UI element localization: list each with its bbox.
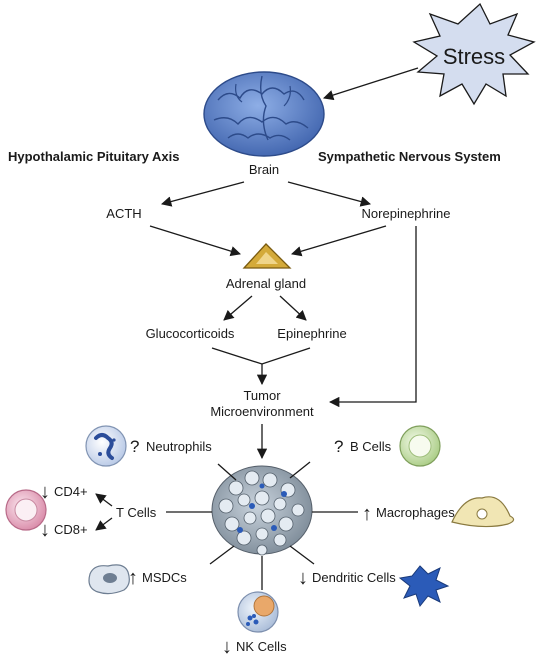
arrow-norepi-adrenal (291, 225, 387, 257)
glucocorticoids-label: Glucocorticoids (146, 326, 235, 341)
cd8-mark: ↓ (40, 519, 50, 541)
neutrophil-cell-icon (85, 425, 127, 467)
b-cells-label: B Cells (350, 439, 392, 454)
nk-cells-mark: ↓ (222, 636, 232, 658)
arrow-stress-brain (323, 67, 419, 101)
b-cell-icon (399, 425, 441, 467)
stress-burst-shape (412, 2, 536, 106)
acth-label: ACTH (106, 206, 141, 221)
norepinephrine-label: Norepinephrine (362, 206, 451, 221)
arrow-brain-acth (160, 181, 245, 207)
brain-label: Brain (249, 162, 279, 177)
spoke-neutrophils (217, 463, 237, 481)
msdcs-mark: ↑ (128, 567, 138, 589)
tumor-label-2: Microenvironment (210, 404, 314, 419)
arrow-tcells-cd4 (95, 493, 113, 507)
cd8-label: CD8+ (54, 522, 88, 537)
stress-burst: Stress (412, 2, 536, 106)
cd4-label: CD4+ (54, 484, 88, 499)
dendritic-cell-icon (398, 565, 450, 608)
arrow-norepi-tumor (328, 226, 417, 408)
tumor-mass-icon (211, 465, 313, 556)
nk-cell-icon (237, 591, 279, 633)
b-cells-mark: ? (334, 437, 343, 456)
spoke-msdcs (209, 545, 235, 565)
neutrophils-mark: ? (130, 437, 139, 456)
dendritic-mark: ↓ (298, 567, 308, 589)
adrenal-gland-icon (242, 243, 292, 269)
cd4-mark: ↓ (40, 481, 50, 503)
neutrophils-label: Neutrophils (146, 439, 212, 454)
t-cell-icon (5, 489, 47, 531)
spoke-dendritic (289, 545, 315, 565)
merge-connector (211, 347, 311, 365)
arrow-acth-adrenal (149, 225, 241, 257)
arrow-adrenal-epinephrine (279, 295, 307, 321)
sns-header: Sympathetic Nervous System (318, 149, 501, 164)
macrophages-mark: ↑ (362, 503, 372, 525)
msdc-icon (88, 564, 130, 595)
arrow-adrenal-glucocorticoids (223, 295, 253, 321)
hpa-header: Hypothalamic Pituitary Axis (8, 149, 179, 164)
macrophages-label: Macrophages (376, 505, 455, 520)
macrophage-icon (451, 496, 515, 528)
epinephrine-label: Epinephrine (277, 326, 346, 341)
stress-label: Stress (443, 44, 505, 69)
adrenal-gland-label: Adrenal gland (226, 276, 306, 291)
arrow-brain-norepinephrine (287, 181, 372, 207)
dendritic-label: Dendritic Cells (312, 570, 396, 585)
nk-cells-label: NK Cells (236, 639, 287, 654)
tumor-label-1: Tumor (243, 388, 281, 403)
brain-icon (203, 71, 325, 157)
msdcs-label: MSDCs (142, 570, 187, 585)
spoke-b-cells (289, 461, 311, 479)
t-cells-label: T Cells (116, 505, 157, 520)
arrow-tcells-cd8 (95, 517, 113, 531)
